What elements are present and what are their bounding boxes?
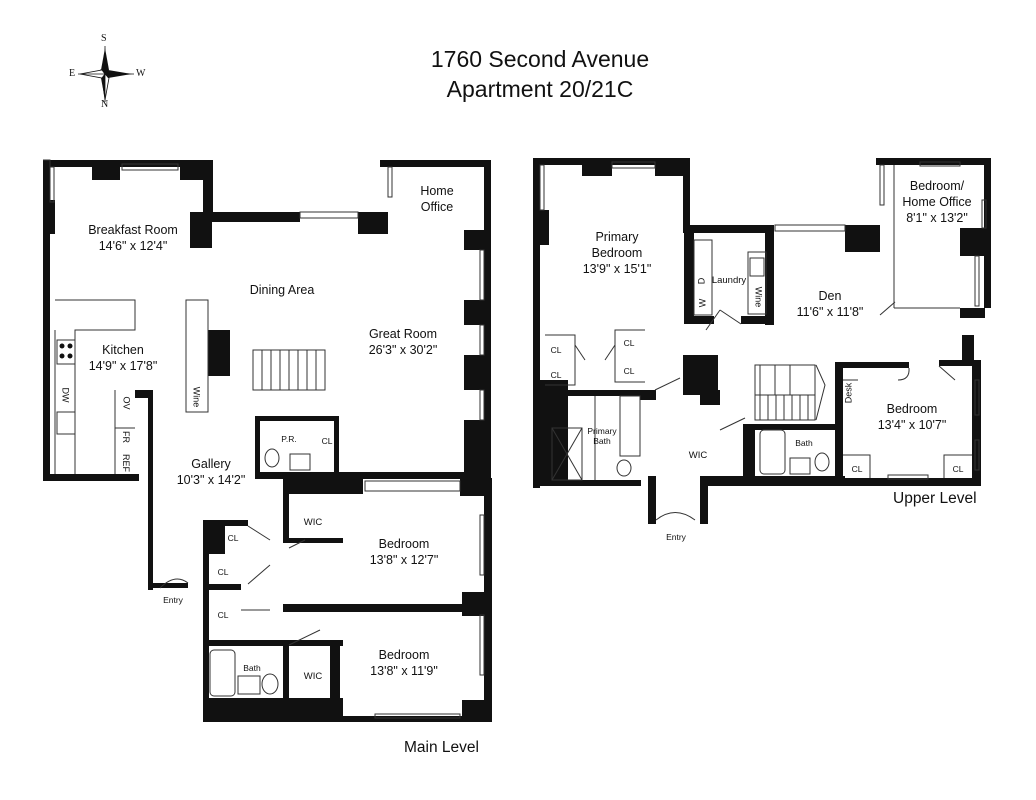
upper-level-label: Upper Level: [893, 490, 977, 507]
plan-title: 1760 Second Avenue: [430, 46, 650, 72]
upper-bath-label: Bath: [795, 438, 813, 448]
upper-closet-2-label: CL: [550, 370, 562, 380]
fr-label: FR: [121, 431, 131, 443]
washer-label: W: [697, 298, 708, 308]
main-wic-2-label: WIC: [303, 671, 323, 682]
upper-wic-label: WIC: [688, 450, 708, 461]
main-wic-1-label: WIC: [303, 517, 323, 528]
upper-closet-6-label: CL: [952, 464, 964, 474]
dryer-label: D: [696, 277, 707, 285]
compass-n: N: [101, 99, 109, 110]
compass-e: E: [69, 68, 76, 79]
upper-closet-5-label: CL: [851, 464, 863, 474]
main-entry-label: Entry: [163, 595, 183, 605]
ov-label: OV: [121, 396, 132, 410]
upper-closet-1-label: CL: [550, 345, 562, 355]
compass-w: W: [136, 68, 146, 79]
dw-label: DW: [60, 387, 71, 403]
upper-level-lines: [539, 161, 987, 521]
compass-rose-icon: [78, 46, 134, 102]
ref-label: REF: [121, 454, 131, 472]
dining-area-label: Dining Area: [249, 283, 315, 297]
plan-subtitle: Apartment 20/21C: [446, 76, 634, 102]
main-closet-2-label: CL: [227, 533, 239, 543]
main-bath-label: Bath: [243, 663, 261, 673]
powder-room-label: P.R.: [281, 434, 297, 444]
main-closet-3-label: CL: [217, 567, 229, 577]
main-closet-4-label: CL: [217, 610, 229, 620]
kitchen-appliances: [59, 343, 73, 359]
main-wine-label: Wine: [191, 386, 202, 408]
main-level-lines: [43, 159, 485, 719]
upper-wine-label: Wine: [753, 286, 764, 308]
upper-closet-3-label: CL: [623, 338, 635, 348]
main-level-label: Main Level: [404, 739, 479, 756]
desk-label: Desk: [843, 382, 854, 404]
upper-closet-4-label: CL: [623, 366, 635, 376]
main-level-walls: [43, 160, 492, 722]
compass-s: S: [101, 33, 107, 44]
upper-entry-label: Entry: [666, 532, 686, 542]
laundry-label: Laundry: [711, 275, 747, 286]
main-closet-label: CL: [321, 436, 333, 446]
